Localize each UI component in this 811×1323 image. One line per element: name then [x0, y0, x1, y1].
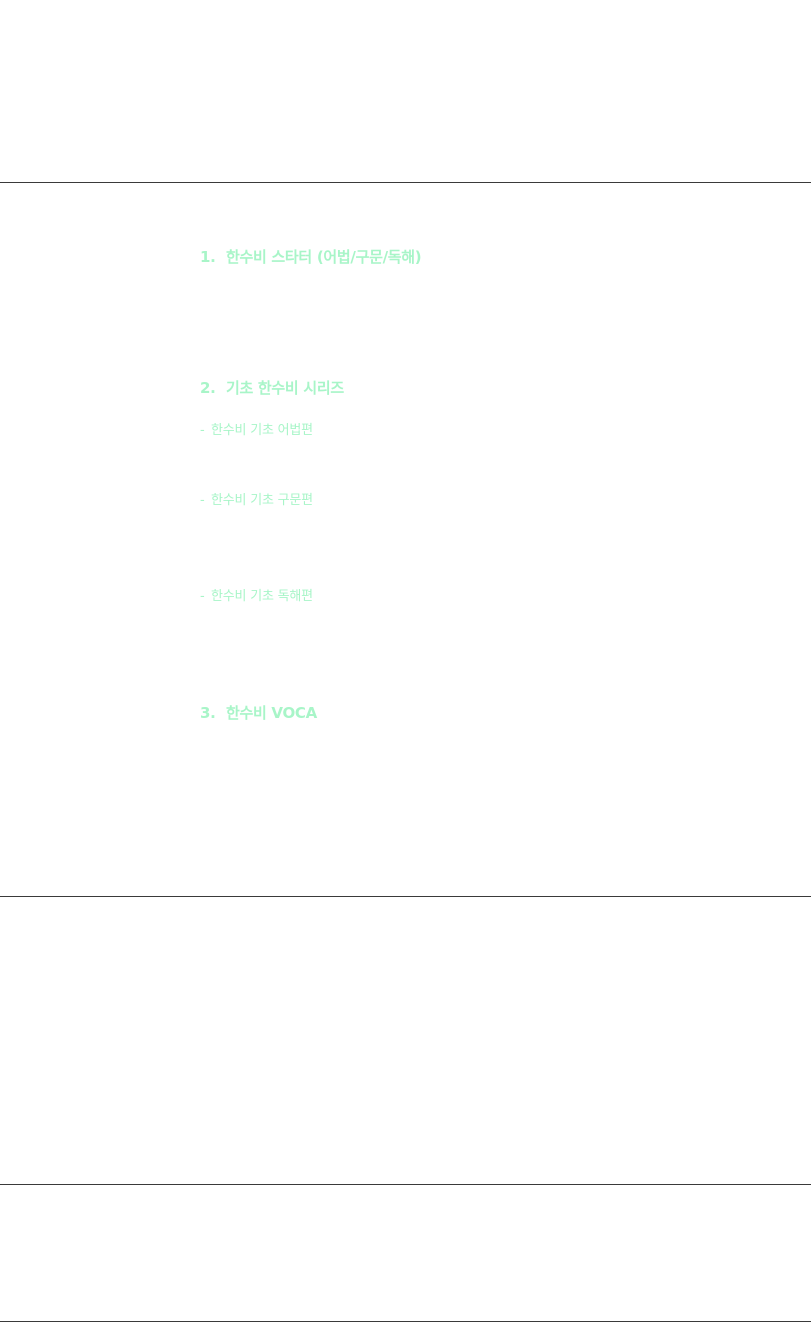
- section-number: 2.: [200, 379, 216, 397]
- section-title: 기초 한수비 시리즈: [226, 379, 344, 397]
- divider-middle: [0, 896, 811, 897]
- section-heading-3: 3. 한수비 VOCA: [200, 702, 317, 723]
- section-title: 한수비 스타터 (어법/구문/독해): [226, 248, 422, 266]
- sub-item-grammar: -한수비 기초 어법편: [200, 419, 313, 438]
- sub-item-label: 한수비 기초 독해편: [211, 589, 313, 604]
- list-dash: -: [200, 493, 205, 508]
- sub-item-reading: -한수비 기초 독해편: [200, 585, 313, 604]
- sub-item-syntax: -한수비 기초 구문편: [200, 489, 313, 508]
- section-heading-2: 2. 기초 한수비 시리즈: [200, 377, 344, 398]
- list-dash: -: [200, 589, 205, 604]
- divider-lower: [0, 1184, 811, 1185]
- sub-item-label: 한수비 기초 어법편: [211, 423, 313, 438]
- section-number: 1.: [200, 248, 216, 266]
- divider-bottom: [0, 1321, 811, 1322]
- section-title: 한수비 VOCA: [226, 704, 317, 722]
- sub-item-label: 한수비 기초 구문편: [211, 493, 313, 508]
- list-dash: -: [200, 423, 205, 438]
- section-number: 3.: [200, 704, 216, 722]
- divider-top: [0, 182, 811, 183]
- section-heading-1: 1. 한수비 스타터 (어법/구문/독해): [200, 246, 422, 267]
